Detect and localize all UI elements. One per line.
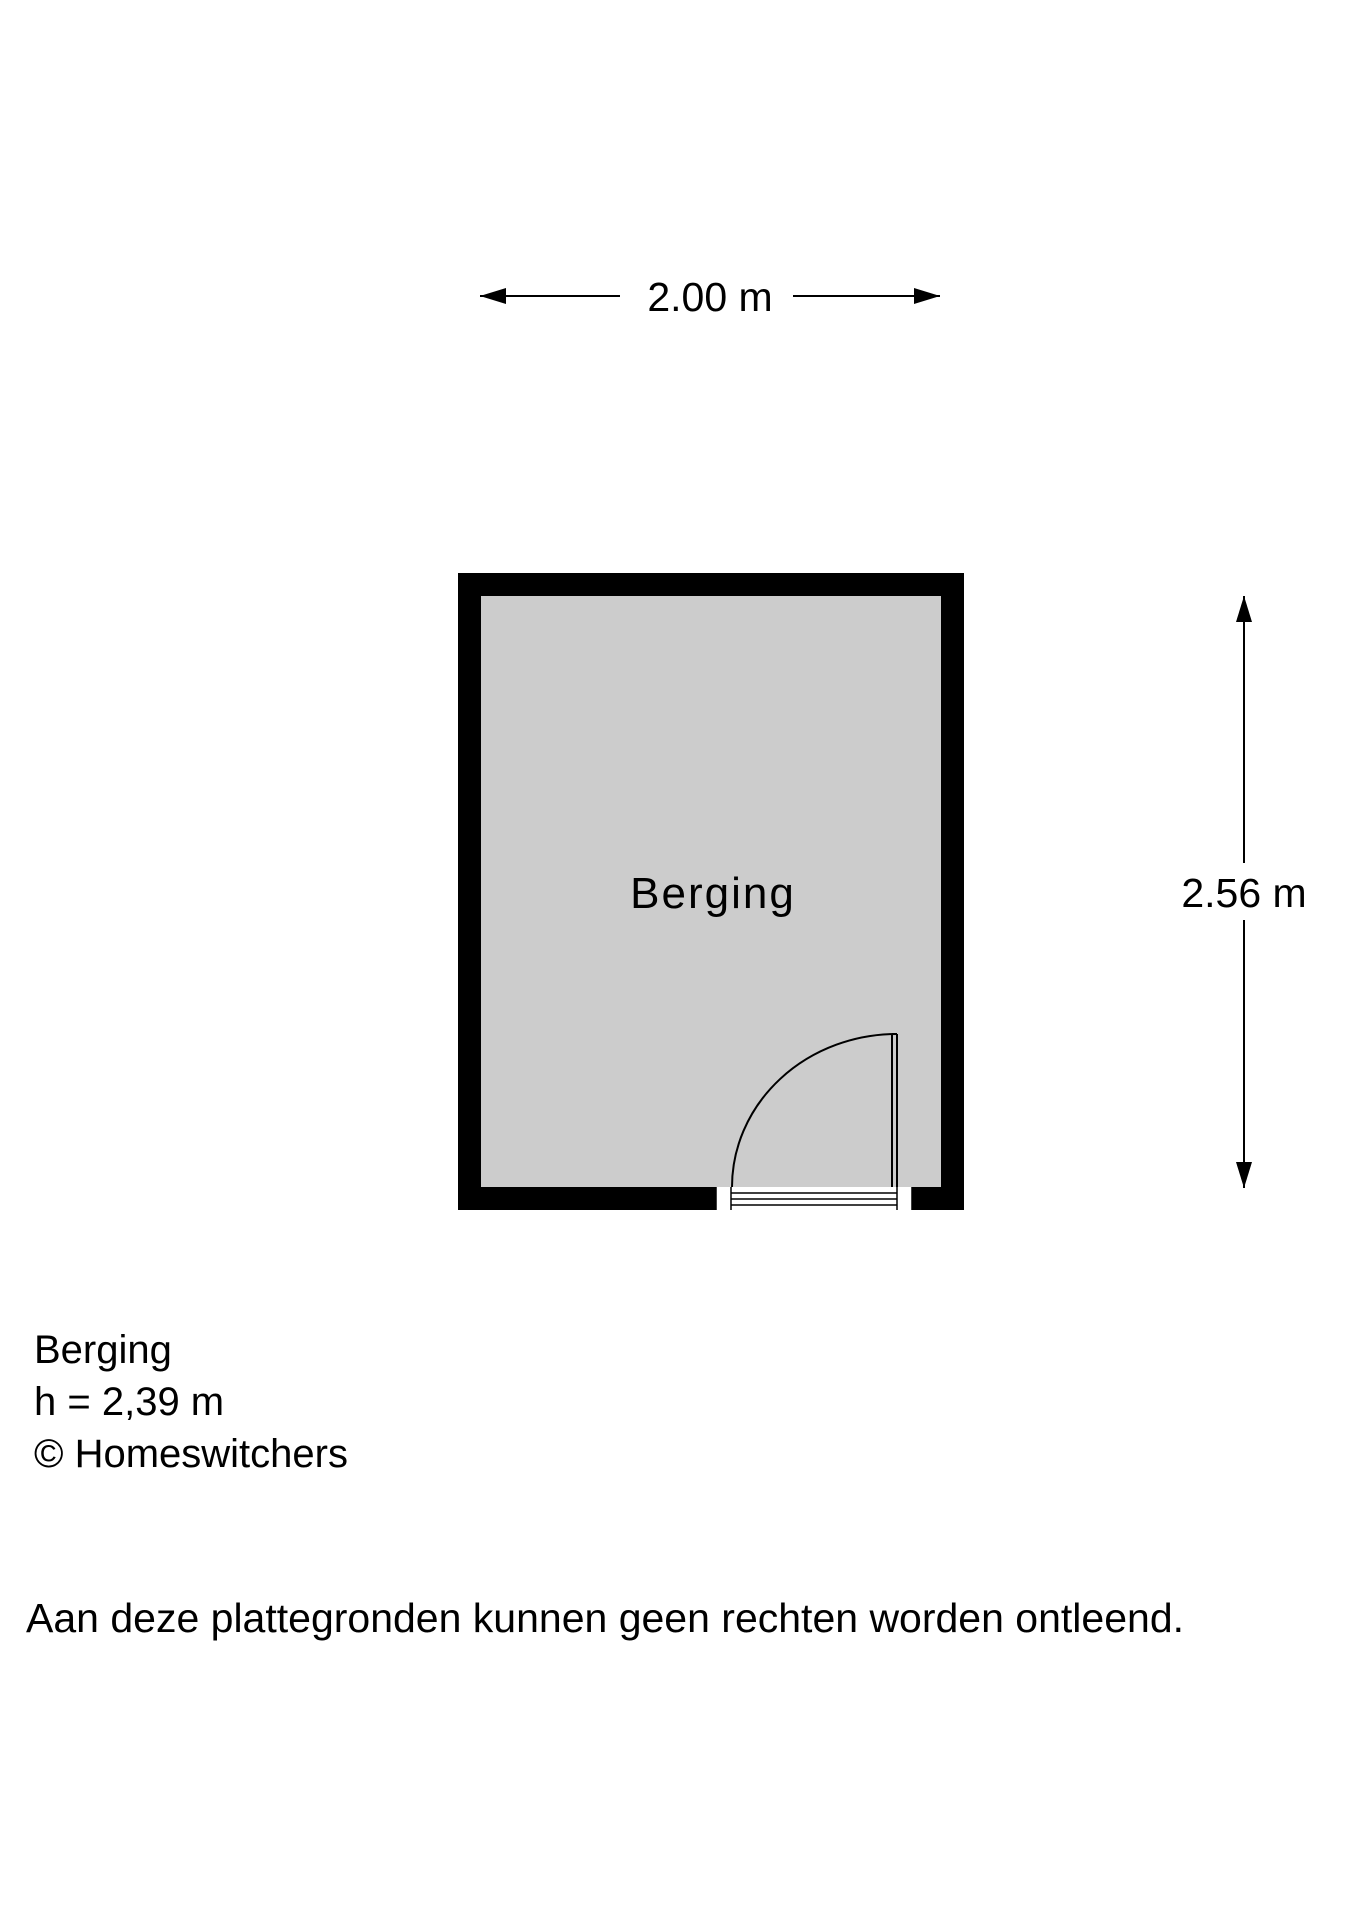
room-label: Berging (630, 869, 796, 918)
door-swing-arc (731, 1033, 898, 1188)
room-info: Berging h = 2,39 m © Homeswitchers (34, 1324, 348, 1480)
room: Berging (458, 573, 964, 1210)
door-threshold (715, 1187, 913, 1210)
door (731, 1033, 898, 1188)
width-arrowhead-right (914, 288, 940, 304)
info-copyright: © Homeswitchers (34, 1432, 348, 1476)
room-floor (481, 596, 941, 1187)
depth-arrowhead-bottom (1236, 1162, 1252, 1188)
depth-label: 2.56 m (1181, 870, 1306, 916)
depth-dimension: 2.56 m (1181, 596, 1307, 1188)
disclaimer-text: Aan deze plattegronden kunnen geen recht… (26, 1595, 1185, 1641)
width-label: 2.00 m (647, 274, 772, 320)
depth-arrowhead-top (1236, 596, 1252, 622)
width-arrowhead-left (480, 288, 506, 304)
info-room-name: Berging (34, 1328, 172, 1372)
width-dimension: 2.00 m (480, 274, 940, 320)
info-height: h = 2,39 m (34, 1380, 225, 1424)
